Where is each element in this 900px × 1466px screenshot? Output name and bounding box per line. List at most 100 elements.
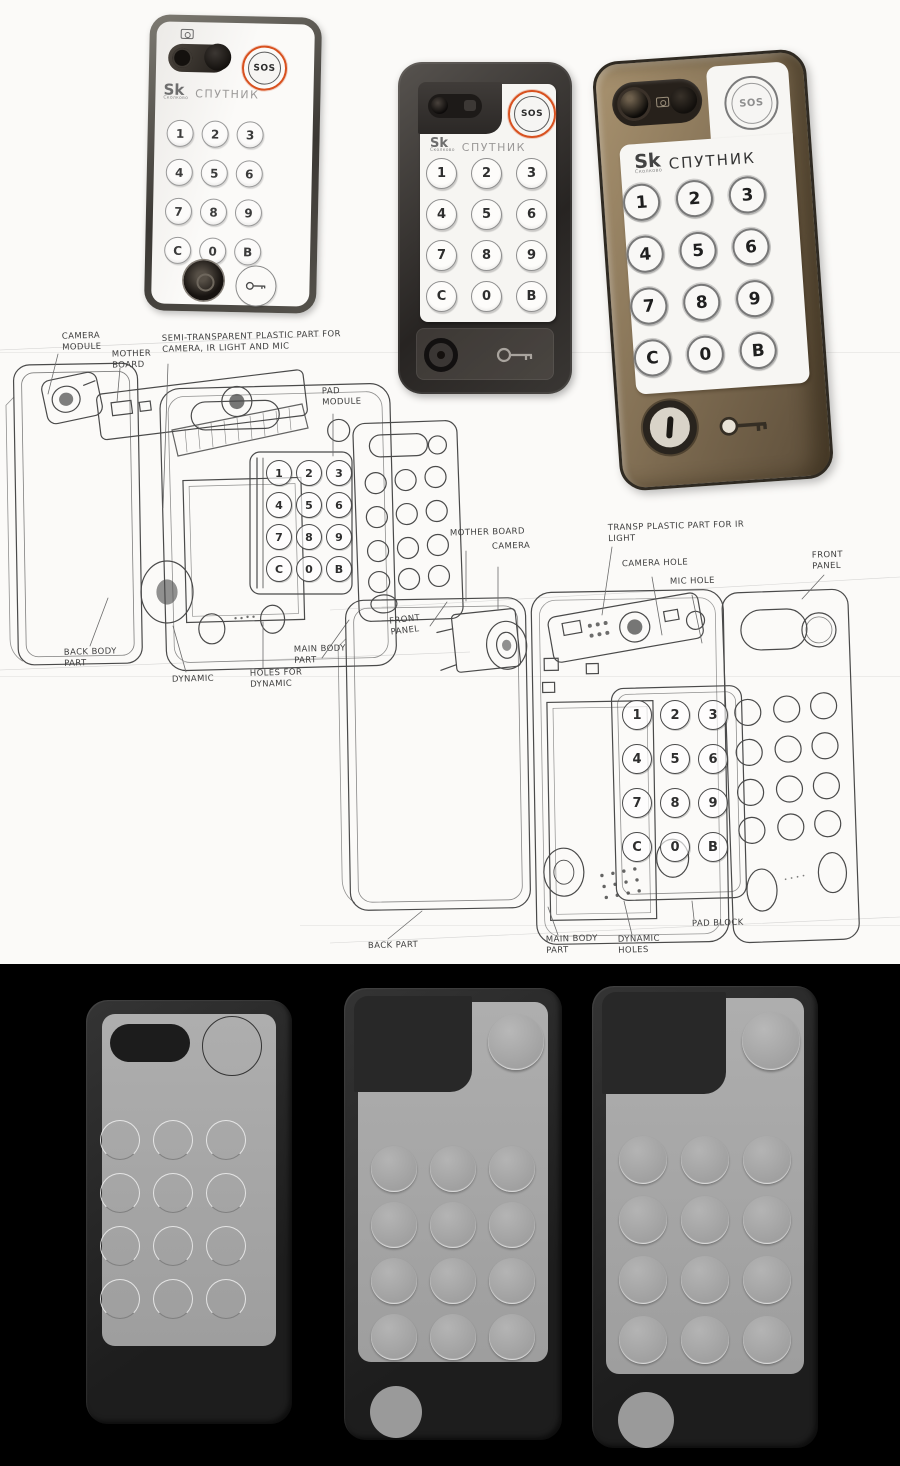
keypad-circle [743,1256,791,1304]
camera-module-drawing [41,371,103,425]
keypad-render [100,1120,246,1319]
keypad-circle [371,1314,417,1360]
keypad-circle [153,1120,193,1160]
keypad-circle [371,1146,417,1192]
keypad-key-5: 5 [200,159,229,187]
keypad-key-4: 4 [625,234,665,274]
keypad-key-7: 7 [164,197,193,226]
keypad-key-5: 5 [471,199,502,230]
camera-notch-render [602,992,726,1094]
speaker-render [370,1386,422,1438]
keypad-circle [681,1136,729,1184]
keypad-key-2: 2 [660,700,690,730]
leader-lines [47,353,448,673]
camera-lens-icon [616,85,653,123]
annotation-back-body-part: BACK BODY PART [63,646,117,669]
keypad-render [371,1146,535,1360]
keypad-circle [206,1120,246,1160]
sos-button: SOS [241,45,288,92]
keypad-key-3: 3 [698,700,728,730]
back-part-drawing [337,597,531,911]
sos-button-render [202,1016,262,1076]
camera-icon [180,28,194,40]
keypad-circle [681,1316,729,1364]
keypad-key-9: 9 [326,524,352,550]
keypad-key-8: 8 [471,240,502,271]
render-phone-flat [86,1000,292,1424]
mother-board-drawing [96,369,308,441]
key-icon [245,281,265,290]
keypad-circle [489,1202,535,1248]
keypad-key-6: 6 [731,227,771,267]
key-icon [719,416,767,436]
keypad-key-7: 7 [426,240,457,271]
keypad-key-5: 5 [296,492,322,518]
keypad-key-B: B [698,832,728,862]
keypad-circle [489,1146,535,1192]
render-sheet [0,964,900,1466]
annotation-pad-block: PAD BLOCK [691,917,744,930]
camera-notch-render [354,996,472,1092]
keypad-key-4: 4 [622,744,652,774]
keypad-key-1: 1 [622,700,652,730]
camera-slot [110,1024,190,1062]
keypad-key-1: 1 [166,119,194,148]
keypad-circle [619,1196,667,1244]
keypad-key-4: 4 [165,158,194,187]
keypad-circle [430,1202,476,1248]
annotation-back-part: BACK PART [367,939,419,952]
power-button [183,259,224,301]
sk-logo: Sk [430,136,449,151]
keypad-circle [681,1256,729,1304]
keypad-key-4: 4 [426,199,457,230]
camera-lens-icon [669,85,698,115]
sk-logo-sub: Сколково [163,95,189,101]
keypad-circle [206,1173,246,1213]
keypad-key-2: 2 [674,178,715,219]
speaker-render [618,1392,674,1448]
front-panel-drawing [352,420,464,622]
sos-button-render [488,1014,544,1070]
keypad-key-0: 0 [660,832,690,862]
annotation-dynamic-holes: DYNAMIC HOLES [617,933,660,956]
keypad-key-B: B [516,281,547,312]
keypad-key-3: 3 [326,460,352,486]
dynamic-drawing [140,560,194,624]
camera-icon [655,96,670,108]
sk-logo-sub: Сколково [430,148,455,154]
ir-light-icon [464,100,476,111]
annotation-main-body-part: MAIN BODY PART [293,643,346,666]
keypad-key-0: 0 [685,334,726,374]
camera-module-sketch [610,77,704,128]
camera-lens-icon [172,47,193,69]
keypad-key-6: 6 [698,744,728,774]
keypad-circle [371,1202,417,1248]
keypad-key-3: 3 [516,158,547,189]
keypad-circle [743,1196,791,1244]
leader-lines [387,546,825,940]
keypad-circle [206,1226,246,1266]
keypad-circle [489,1314,535,1360]
camera-notch [418,82,502,134]
keypad-circle [743,1316,791,1364]
keypad-key-8: 8 [660,788,690,818]
annotation-dynamic: DYNAMIC [171,673,215,685]
keypad-key-9: 9 [698,788,728,818]
keypad-key-4: 4 [266,492,292,518]
keypad-key-2: 2 [296,460,322,486]
camera-drawing [436,608,528,673]
keypad-key-1: 1 [266,460,292,486]
pad-module-drawing [249,451,353,595]
semi-transparent-part-drawing [171,403,309,457]
sos-button: SOS [508,90,556,138]
mother-board-drawing [547,592,706,663]
annotation-main-body-part-right: MAIN BODY PART [545,933,598,956]
keypad-circle [153,1173,193,1213]
speaker-button [424,338,458,372]
keypad-key-9: 9 [234,199,263,227]
